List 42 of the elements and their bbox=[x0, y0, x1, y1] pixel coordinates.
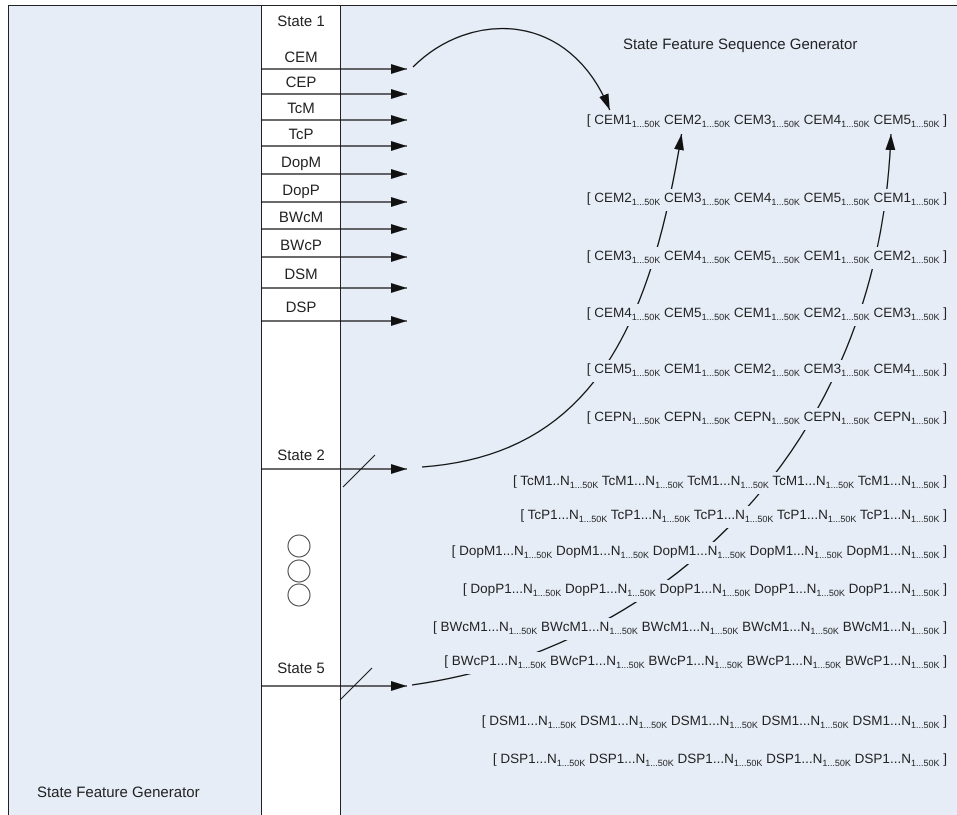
sequence-row: [ CEM4$_{1...50K}$ CEM5$_{1...50K}$ CEM1$_{1...50K}$ CEM2$_{1...50K}$ CEM3$_{1...50K}$ ] bbox=[586, 304, 947, 326]
arrow bbox=[261, 464, 407, 474]
arrow bbox=[261, 169, 407, 179]
feature-label: State 1 bbox=[261, 9, 341, 33]
sequence-row: [ TcM1..N$_{1...50K}$ TcM1...N$_{1...50K}$ TcM1...N$_{1...50K}$ TcM1...N$_{1...50K}$ TcM1...N$_{1...50K}$ ] bbox=[513, 472, 947, 494]
generator-panel bbox=[8, 5, 340, 815]
sequence-row: [ CEPN$_{1...50K}$ CEPN$_{1...50K}$ CEPN$_{1...50K}$ CEPN$_{1...50K}$ CEPN$_{1...50K}$ ] bbox=[586, 408, 947, 430]
panel-title: State Feature Sequence Generator bbox=[623, 36, 858, 53]
feature-label: CEP bbox=[261, 71, 341, 94]
feature-label: DSP bbox=[261, 294, 341, 321]
feature-label: BWcM bbox=[261, 206, 341, 229]
arrow bbox=[422, 134, 684, 468]
arrow bbox=[261, 681, 407, 691]
feature-label: TcP bbox=[261, 123, 341, 146]
panel-title: State Feature Generator bbox=[37, 784, 200, 801]
arrow bbox=[261, 89, 407, 99]
generator-panel bbox=[340, 5, 957, 815]
feature-label: DSM bbox=[261, 261, 341, 288]
sequence-row: [ TcP1...N$_{1...50K}$ TcP1...N$_{1...50K}$ TcP1...N$_{1...50K}$ TcP1...N$_{1...50K}$ TcP1...N$_{1...50K}$ ] bbox=[520, 506, 947, 528]
arrow bbox=[261, 64, 407, 74]
arrow bbox=[261, 115, 407, 125]
sequence-row: [ DopM1...N$_{1...50K}$ DopM1...N$_{1...50K}$ DopM1...N$_{1...50K}$ DopM1...N$_{1...50K}$ DopM1...N$_{1...50K}$ ] bbox=[452, 542, 947, 564]
sequence-row: [ DopP1...N$_{1...50K}$ DopP1...N$_{1...50K}$ DopP1...N$_{1...50K}$ DopP1...N$_{1...50K}$ DopP1...N$_{1...50K}$ ] bbox=[462, 580, 947, 602]
sequence-row: [ CEM2$_{1...50K}$ CEM3$_{1...50K}$ CEM4$_{1...50K}$ CEM5$_{1...50K}$ CEM1$_{1...50K}$ ] bbox=[586, 189, 947, 211]
arrow bbox=[412, 28, 610, 110]
feature-label: State 2 bbox=[261, 441, 341, 469]
arrow bbox=[261, 224, 407, 234]
arrow bbox=[261, 252, 407, 262]
feature-label: CEM bbox=[261, 45, 341, 69]
feature-label: DopM bbox=[261, 151, 341, 174]
arrow bbox=[261, 316, 407, 326]
feature-label: TcM bbox=[261, 97, 341, 120]
arrow bbox=[261, 197, 407, 207]
sequence-row: [ CEM3$_{1...50K}$ CEM4$_{1...50K}$ CEM5$_{1...50K}$ CEM1$_{1...50K}$ CEM2$_{1...50K}$ ] bbox=[586, 247, 947, 269]
sequence-row: [ CEM5$_{1...50K}$ CEM1$_{1...50K}$ CEM2$_{1...50K}$ CEM3$_{1...50K}$ CEM4$_{1...50K}$ ] bbox=[586, 360, 947, 382]
feature-label: DopP bbox=[261, 179, 341, 202]
arrow bbox=[261, 283, 407, 293]
arrow bbox=[261, 141, 407, 151]
sequence-row: [ BWcP1...N$_{1...50K}$ BWcP1...N$_{1...50K}$ BWcP1...N$_{1...50K}$ BWcP1...N$_{1...50K}$ BWcP1...N$_{1...50K}$ ] bbox=[444, 652, 947, 674]
feature-label: BWcP bbox=[261, 234, 341, 257]
feature-label: State 5 bbox=[261, 651, 341, 686]
sequence-row: [ BWcM1...N$_{1...50K}$ BWcM1...N$_{1...50K}$ BWcM1...N$_{1...50K}$ BWcM1...N$_{1...50K}$ BWcM1...N$_{1...50K}$ ] bbox=[433, 618, 947, 640]
